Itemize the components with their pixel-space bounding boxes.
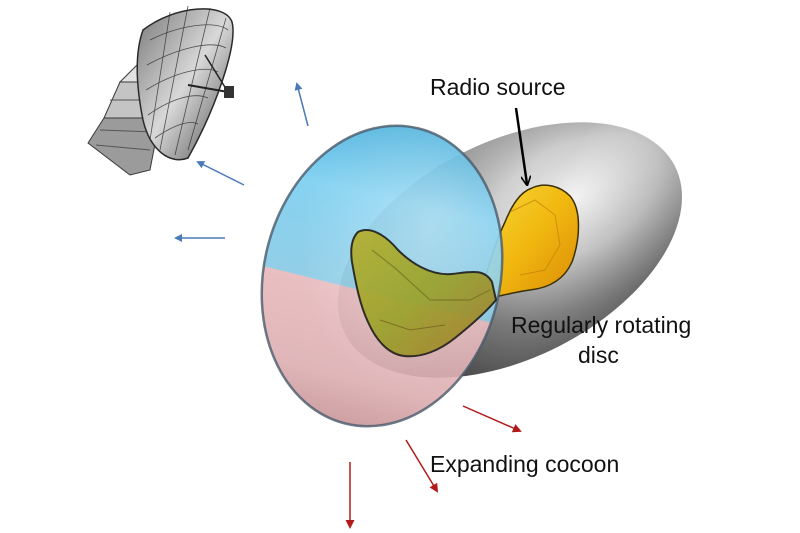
radio-telescope-dish-icon [87, 5, 234, 176]
expansion-arrows [345, 405, 522, 529]
radio-source-outer-lobe [479, 184, 580, 299]
red-arrow-diagonal [405, 439, 439, 493]
disc-label-line1: Regularly rotating [511, 312, 692, 338]
blue-arrow-up [294, 82, 309, 127]
outflow-arrows [174, 82, 309, 242]
disc-label-line2: disc [578, 342, 619, 368]
red-arrow-right [462, 405, 522, 433]
blue-arrow-upleft [196, 161, 245, 186]
radio-source-inner-lobe [350, 229, 498, 358]
cocoon-label: Expanding cocoon [430, 451, 620, 477]
radio-source-label: Radio source [430, 74, 566, 100]
radio-source-pointer [514, 107, 527, 184]
